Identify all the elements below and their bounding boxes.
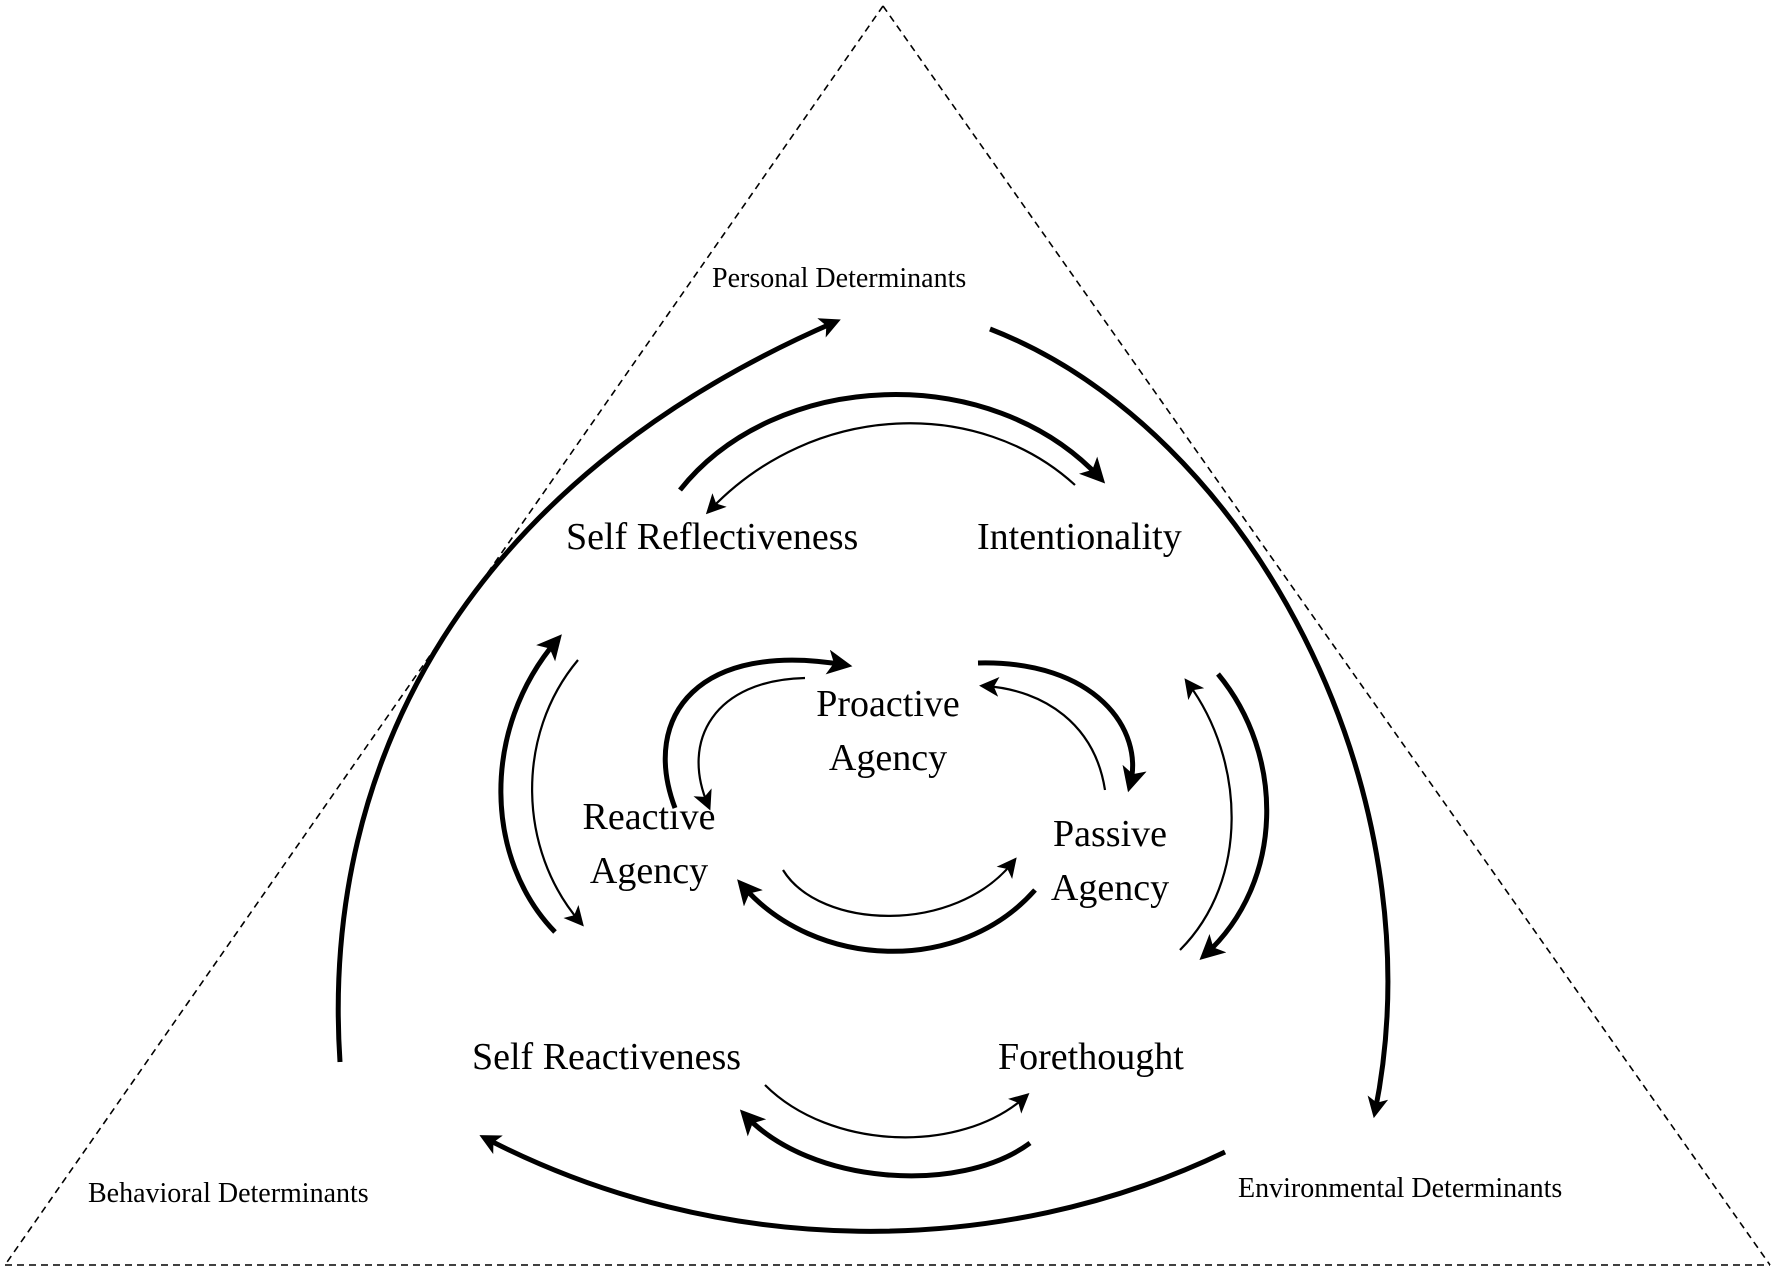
outer-arrow-environmental-to-behavioral — [479, 1135, 1227, 1234]
proactive-agency-line1: Proactive — [816, 683, 960, 725]
triangle-left-edge — [4, 5, 884, 1266]
behavioral-determinants-label: Behavioral Determinants — [88, 1178, 369, 1209]
arrow-reactive-to-proactive — [662, 649, 853, 809]
arrow-proactive-to-passive — [977, 660, 1147, 793]
reactive-agency-label: Reactive Agency — [560, 791, 738, 899]
reactive-agency-line1: Reactive — [582, 796, 716, 838]
arrow-right-down — [1199, 672, 1270, 961]
passive-agency-label: Passive Agency — [1030, 808, 1190, 916]
arrow-passive-to-reactive — [737, 879, 1037, 954]
self-reactiveness-label: Self Reactiveness — [472, 1036, 742, 1078]
arrow-reflectiveness-to-intentionality — [678, 392, 1106, 492]
passive-agency-line2: Agency — [1050, 866, 1170, 909]
arrow-right-up — [1179, 678, 1233, 951]
environmental-determinants-label: Environmental Determinants — [1238, 1173, 1563, 1204]
dashed-triangle — [4, 5, 1771, 1266]
self-reflectiveness-label: Self Reflectiveness — [566, 516, 859, 558]
inner-cycle — [662, 649, 1147, 954]
outer-arrow-personal-to-environmental — [989, 326, 1391, 1119]
arrow-proactive-to-reactive — [693, 676, 806, 811]
arrow-reactiveness-to-forethought — [764, 1084, 1030, 1139]
right-arrow-pair — [1179, 672, 1270, 961]
outer-arrow-behavioral-to-personal — [335, 318, 841, 1063]
passive-agency-line1: Passive — [1053, 813, 1167, 855]
arrow-passive-to-proactive — [979, 677, 1107, 791]
personal-determinants-label: Personal Determinants — [712, 263, 967, 294]
arrow-left-up — [498, 634, 562, 934]
left-arrow-pair — [498, 634, 584, 934]
arrow-reactive-to-passive — [782, 857, 1017, 917]
forethought-label: Forethought — [998, 1036, 1184, 1078]
intentionality-label: Intentionality — [977, 516, 1182, 558]
reactive-agency-line2: Agency — [589, 849, 709, 892]
triangle-right-edge — [882, 5, 1771, 1266]
arrow-left-down — [531, 659, 584, 927]
proactive-agency-line2: Agency — [828, 736, 948, 779]
arrow-intentionality-to-reflectiveness — [705, 422, 1076, 515]
arrow-forethought-to-reactiveness — [739, 1109, 1032, 1179]
top-arrow-pair — [678, 392, 1106, 515]
bottom-arrow-pair — [739, 1084, 1032, 1179]
proactive-agency-label: Proactive Agency — [798, 678, 978, 786]
outer-cycle — [335, 318, 1391, 1234]
